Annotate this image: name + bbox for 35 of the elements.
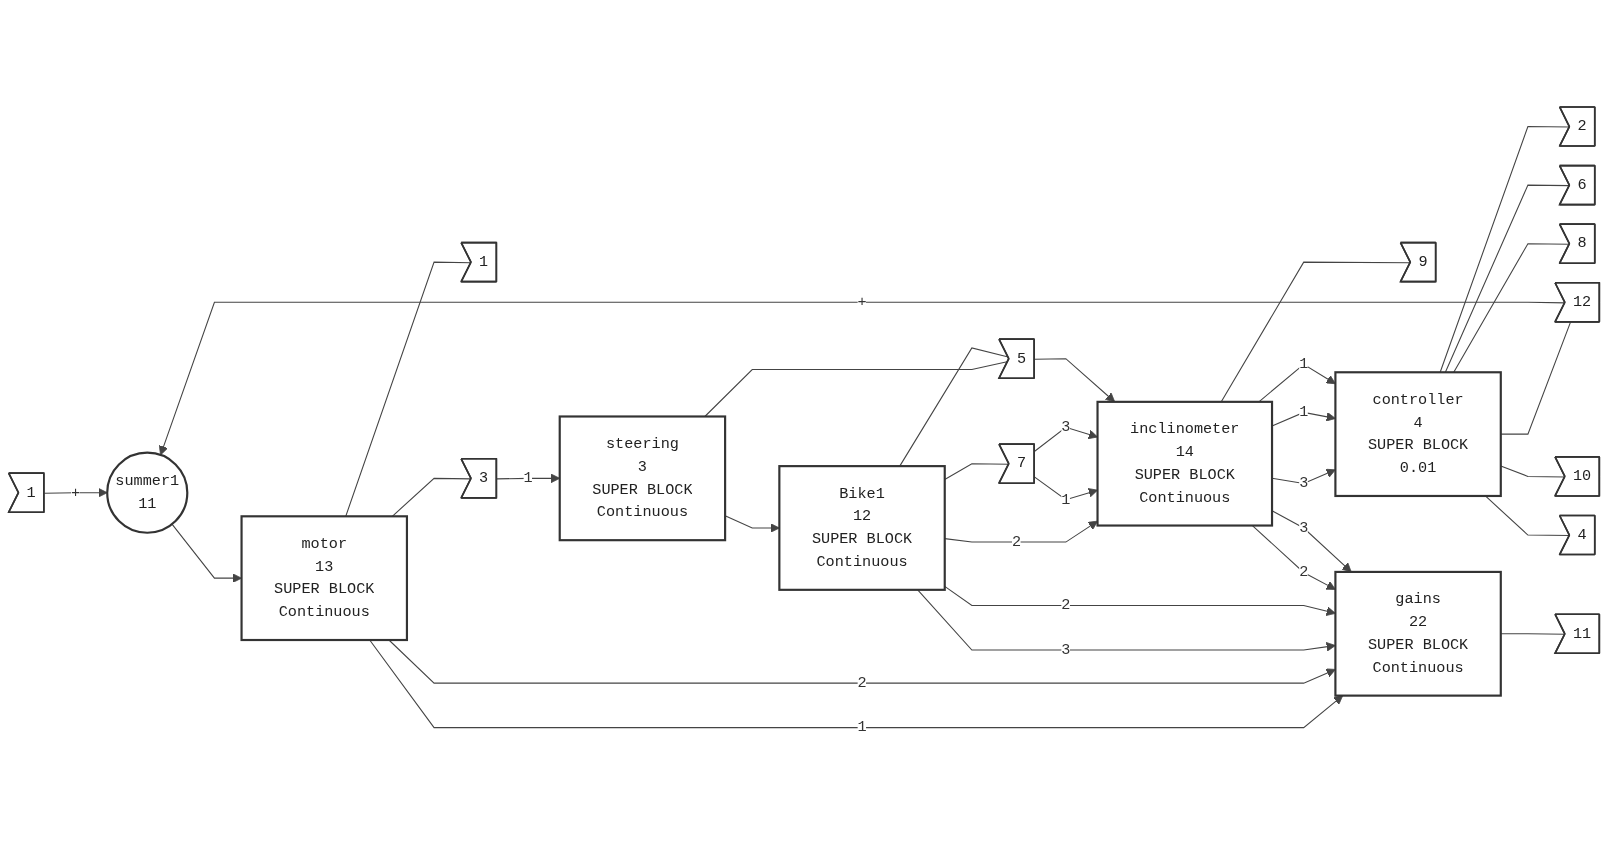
edge-label: 3: [1061, 640, 1071, 659]
edge-label: +: [857, 293, 867, 311]
edge-label: 1: [1299, 403, 1309, 421]
edge-label: 3: [1299, 474, 1309, 492]
edge-label: 3: [1061, 418, 1071, 436]
edge-label: 2: [857, 673, 867, 692]
edge-label: 1: [1061, 490, 1071, 508]
arrow: [158, 301, 1566, 456]
arrow: [917, 589, 1336, 652]
node-box: controller 4 SUPER BLOCK 0.01: [1334, 371, 1502, 498]
arrow: [944, 585, 1336, 616]
node-box: Bike1 12 SUPER BLOCK Continuous: [778, 465, 946, 591]
edge-label: 1: [857, 718, 867, 736]
edge-label: +: [70, 483, 81, 501]
edge-label: 2: [1299, 563, 1309, 581]
edge-label: 2: [1061, 596, 1071, 614]
node-box: inclinometer 14 SUPER BLOCK Continuous: [1096, 400, 1274, 527]
node-box: gains 22 SUPER BLOCK Continuous: [1334, 570, 1502, 697]
edge-label: 1: [1299, 355, 1309, 373]
arrow: [1034, 476, 1098, 501]
connector: [1500, 321, 1571, 435]
edge-label: 3: [1299, 518, 1309, 537]
arrow: [171, 523, 242, 583]
node-circle: summer1 11: [106, 451, 189, 534]
arrow: [43, 487, 108, 498]
edge-label: 2: [1012, 532, 1022, 551]
connector: [899, 347, 1009, 467]
arrow: [944, 520, 1098, 543]
connector: [1500, 633, 1566, 635]
node-box: motor 13 SUPER BLOCK Continuous: [240, 515, 409, 642]
node-box: steering 3 SUPER BLOCK Continuous: [558, 415, 727, 542]
connector: [1500, 465, 1566, 478]
edge-label: 1: [523, 469, 533, 487]
arrow: [1034, 426, 1098, 452]
arrow: [1251, 525, 1336, 590]
